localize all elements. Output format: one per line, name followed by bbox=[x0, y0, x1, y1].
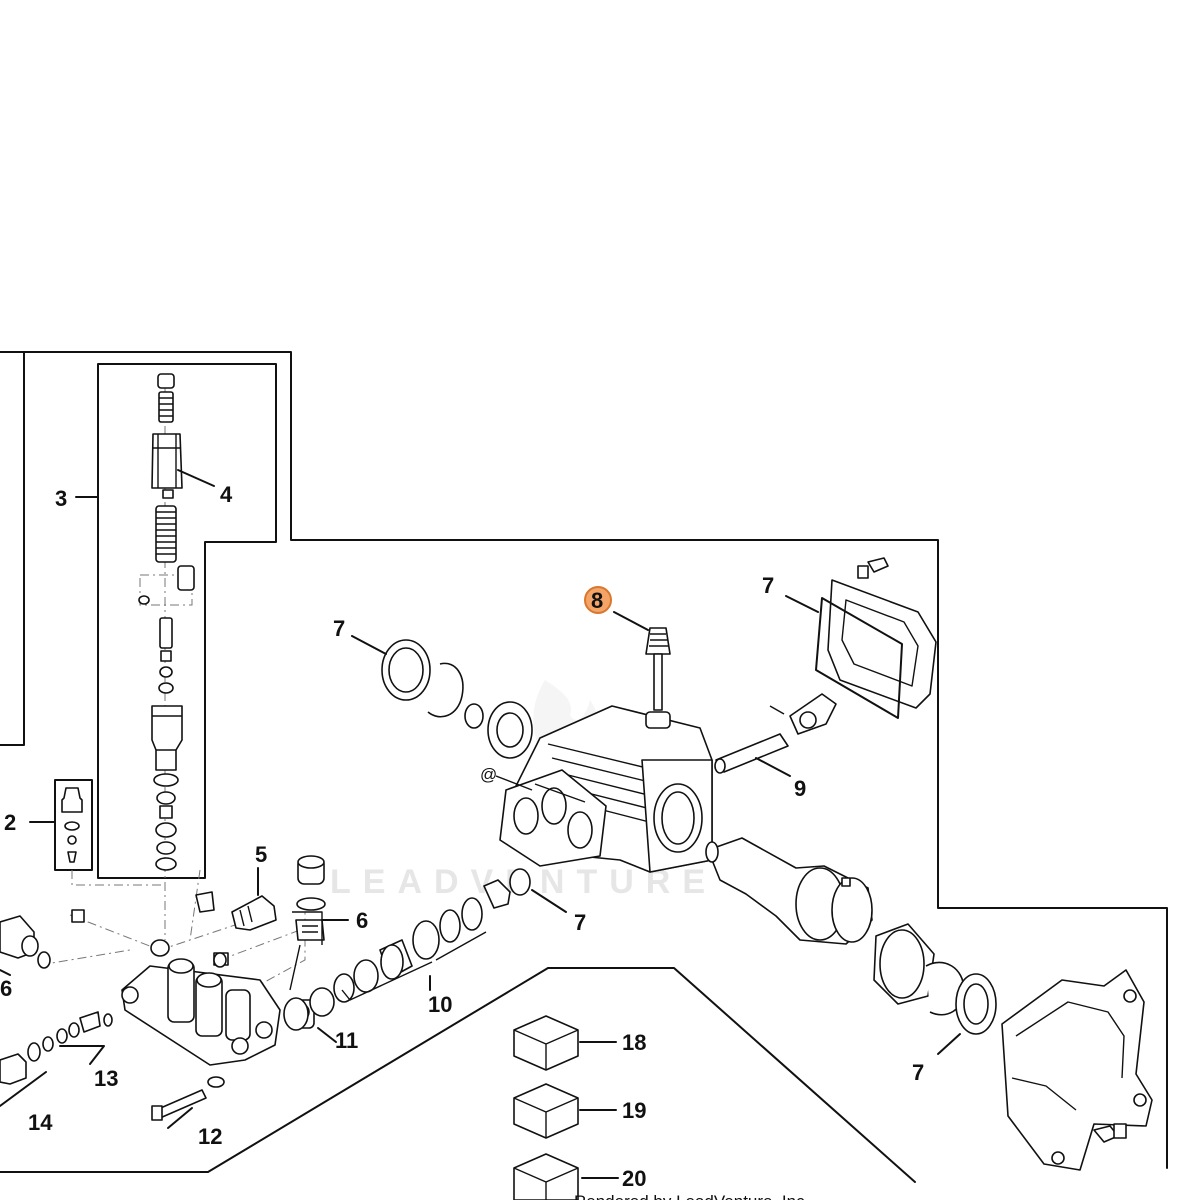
label-5: 5 bbox=[255, 842, 267, 867]
kit-box-20 bbox=[513, 1153, 579, 1200]
item-12-bolt bbox=[151, 1076, 225, 1121]
kit-box-19 bbox=[513, 1083, 579, 1139]
left-edge-parts bbox=[0, 915, 227, 1085]
label-19: 19 bbox=[622, 1098, 646, 1123]
credit-text: Rendered by LeadVenture, Inc. bbox=[574, 1192, 809, 1200]
wrist-pin-parts bbox=[714, 693, 837, 774]
at-symbol: @ bbox=[480, 765, 497, 784]
bearing-parts-left bbox=[381, 639, 533, 759]
item-5-parts bbox=[195, 891, 277, 931]
rear-cover bbox=[815, 557, 937, 719]
label-14: 14 bbox=[28, 1110, 53, 1135]
item-2-parts bbox=[61, 787, 83, 863]
label-9: 9 bbox=[794, 776, 806, 801]
label-8[interactable]: 8 bbox=[591, 588, 603, 613]
bearing-parts-right bbox=[873, 923, 997, 1035]
label-7b: 7 bbox=[574, 910, 586, 935]
kit-outline bbox=[0, 967, 916, 1183]
label-7a: 7 bbox=[333, 616, 345, 641]
crankcase bbox=[499, 705, 713, 873]
dipstick-part bbox=[645, 627, 671, 711]
label-6b: 6 bbox=[356, 908, 368, 933]
label-20: 20 bbox=[622, 1166, 646, 1191]
assembly-outline bbox=[0, 351, 1168, 1169]
label-18: 18 bbox=[622, 1030, 646, 1055]
label-3: 3 bbox=[55, 486, 67, 511]
crankshaft bbox=[705, 837, 873, 945]
callout-leaders bbox=[0, 469, 961, 1179]
label-13: 13 bbox=[94, 1066, 118, 1091]
group-3-outline bbox=[97, 363, 277, 879]
manifold-head bbox=[71, 909, 281, 1066]
highlight-marker-8[interactable] bbox=[584, 586, 612, 614]
kit-box-18 bbox=[513, 1015, 579, 1071]
label-11: 11 bbox=[335, 1028, 358, 1053]
label-4: 4 bbox=[220, 482, 233, 507]
label-7d: 7 bbox=[912, 1060, 924, 1085]
at-leader bbox=[495, 775, 533, 791]
mounting-flange bbox=[1001, 969, 1153, 1171]
seal-kit-parts bbox=[283, 868, 531, 1031]
label-2: 2 bbox=[4, 810, 16, 835]
label-6a: 6 bbox=[0, 976, 12, 1001]
label-10: 10 bbox=[428, 992, 452, 1017]
unloader-valve-parts bbox=[138, 373, 195, 871]
label-12: 12 bbox=[198, 1124, 222, 1149]
label-7c: 7 bbox=[762, 573, 774, 598]
group-2-bracket bbox=[54, 779, 93, 871]
